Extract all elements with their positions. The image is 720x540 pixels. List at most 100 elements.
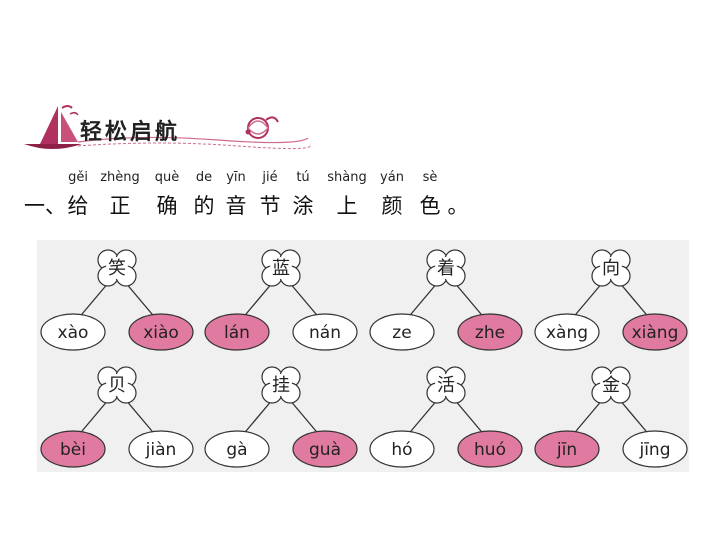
banner-title: 轻松启航: [80, 119, 181, 145]
character-label: 挂: [272, 375, 290, 396]
option-bubble[interactable]: [369, 313, 435, 351]
pinyin-option[interactable]: jīng: [622, 430, 688, 468]
pinyin-syllable: sè: [422, 170, 438, 185]
option-bubble[interactable]: [204, 430, 270, 468]
branch-line: [570, 281, 604, 321]
pinyin-option[interactable]: huó: [457, 430, 523, 468]
pinyin-option[interactable]: hó: [369, 430, 435, 468]
pinyin-syllable: zhèng: [100, 170, 140, 185]
pinyin-option[interactable]: jiàn: [128, 430, 194, 468]
swirl-ornament-icon: [245, 116, 279, 139]
instruction-char: 音: [225, 194, 247, 218]
pinyin-option[interactable]: xào: [40, 313, 106, 351]
character-label: 金: [602, 375, 620, 396]
pinyin-syllable: yán: [380, 170, 404, 185]
flower-badge-icon: [261, 366, 301, 404]
flower-badge-icon: [97, 366, 137, 404]
option-label: zhe: [475, 323, 505, 343]
instruction-char: 的: [193, 194, 215, 218]
option-label: guà: [309, 440, 341, 460]
exercise-item: 笑 xào xiào: [40, 249, 194, 351]
pinyin-option[interactable]: jīn: [534, 430, 600, 468]
instruction-char: 上: [336, 194, 358, 218]
pinyin-syllable: què: [154, 170, 180, 185]
option-bubble-filled[interactable]: [622, 313, 688, 351]
option-label: xiào: [143, 323, 179, 343]
branch-line: [124, 398, 158, 438]
instruction-char: 正: [109, 194, 131, 218]
branch-line: [288, 398, 322, 438]
branch-line: [405, 398, 439, 438]
flower-badge-icon: [97, 249, 137, 287]
pinyin-option[interactable]: nán: [292, 313, 358, 351]
option-bubble[interactable]: [292, 313, 358, 351]
pinyin-option[interactable]: ze: [369, 313, 435, 351]
branch-line: [76, 281, 110, 321]
option-label: xiàng: [632, 323, 679, 343]
option-bubble-filled[interactable]: [128, 313, 194, 351]
option-bubble[interactable]: [622, 430, 688, 468]
option-label: hó: [391, 440, 412, 460]
branch-line: [124, 281, 158, 321]
branch-line: [618, 398, 652, 438]
option-label: gà: [226, 440, 247, 460]
option-label: huó: [474, 440, 506, 460]
option-bubble-filled[interactable]: [457, 313, 523, 351]
instruction-text: 一、 给 正 确 的 音 节 涂 上 颜 色 。: [0, 190, 720, 218]
character-label: 向: [602, 258, 620, 279]
character-label: 蓝: [272, 258, 290, 279]
instruction-char: 给: [67, 194, 89, 218]
pinyin-option[interactable]: xiào: [128, 313, 194, 351]
exercise-item: 金 jīn jīng: [534, 366, 688, 468]
pinyin-option[interactable]: lán: [204, 313, 270, 351]
character-label: 贝: [108, 375, 126, 396]
option-bubble-filled[interactable]: [292, 430, 358, 468]
pinyin-option[interactable]: xàng: [534, 313, 600, 351]
pinyin-option[interactable]: gà: [204, 430, 270, 468]
branch-line: [618, 281, 652, 321]
exercise-item: 向 xàng xiàng: [534, 249, 688, 351]
exercise-item: 蓝 lán nán: [204, 249, 358, 351]
sailboat-icon: [24, 105, 82, 149]
flower-badge-icon: [426, 366, 466, 404]
option-bubble[interactable]: [369, 430, 435, 468]
pinyin-option[interactable]: xiàng: [622, 313, 688, 351]
option-label: bèi: [60, 440, 86, 460]
option-bubble-filled[interactable]: [457, 430, 523, 468]
pinyin-option[interactable]: bèi: [40, 430, 106, 468]
decorative-border: [77, 136, 312, 150]
flower-badge-icon: [261, 249, 301, 287]
pinyin-syllable: de: [195, 170, 213, 185]
option-bubble-filled[interactable]: [204, 313, 270, 351]
instruction-char: 色: [419, 194, 441, 218]
option-bubble-filled[interactable]: [534, 430, 600, 468]
pinyin-syllable: yīn: [226, 170, 246, 185]
branch-line: [570, 398, 604, 438]
pinyin-option[interactable]: zhe: [457, 313, 523, 351]
instruction-pinyin: gěi zhèng què de yīn jié tú shàng yán sè: [0, 170, 720, 188]
instruction-char: 节: [259, 194, 281, 218]
option-label: jīn: [556, 440, 577, 460]
flower-badge-icon: [426, 249, 466, 287]
option-label: lán: [224, 323, 250, 343]
option-bubble[interactable]: [534, 313, 600, 351]
branch-line: [76, 398, 110, 438]
branch-line: [405, 281, 439, 321]
flower-badge-icon: [591, 249, 631, 287]
pinyin-option[interactable]: guà: [292, 430, 358, 468]
pinyin-syllable: tú: [296, 170, 310, 185]
character-label: 笑: [108, 258, 126, 279]
instruction-char: 涂: [292, 194, 314, 218]
option-label: jīng: [638, 440, 670, 460]
option-label: xàng: [546, 323, 588, 343]
branch-line: [453, 398, 487, 438]
pinyin-syllable: gěi: [68, 170, 88, 185]
option-bubble-filled[interactable]: [40, 430, 106, 468]
option-label: ze: [392, 323, 411, 343]
exercise-item: 贝 bèi jiàn: [40, 366, 194, 468]
option-bubble[interactable]: [40, 313, 106, 351]
option-bubble[interactable]: [128, 430, 194, 468]
